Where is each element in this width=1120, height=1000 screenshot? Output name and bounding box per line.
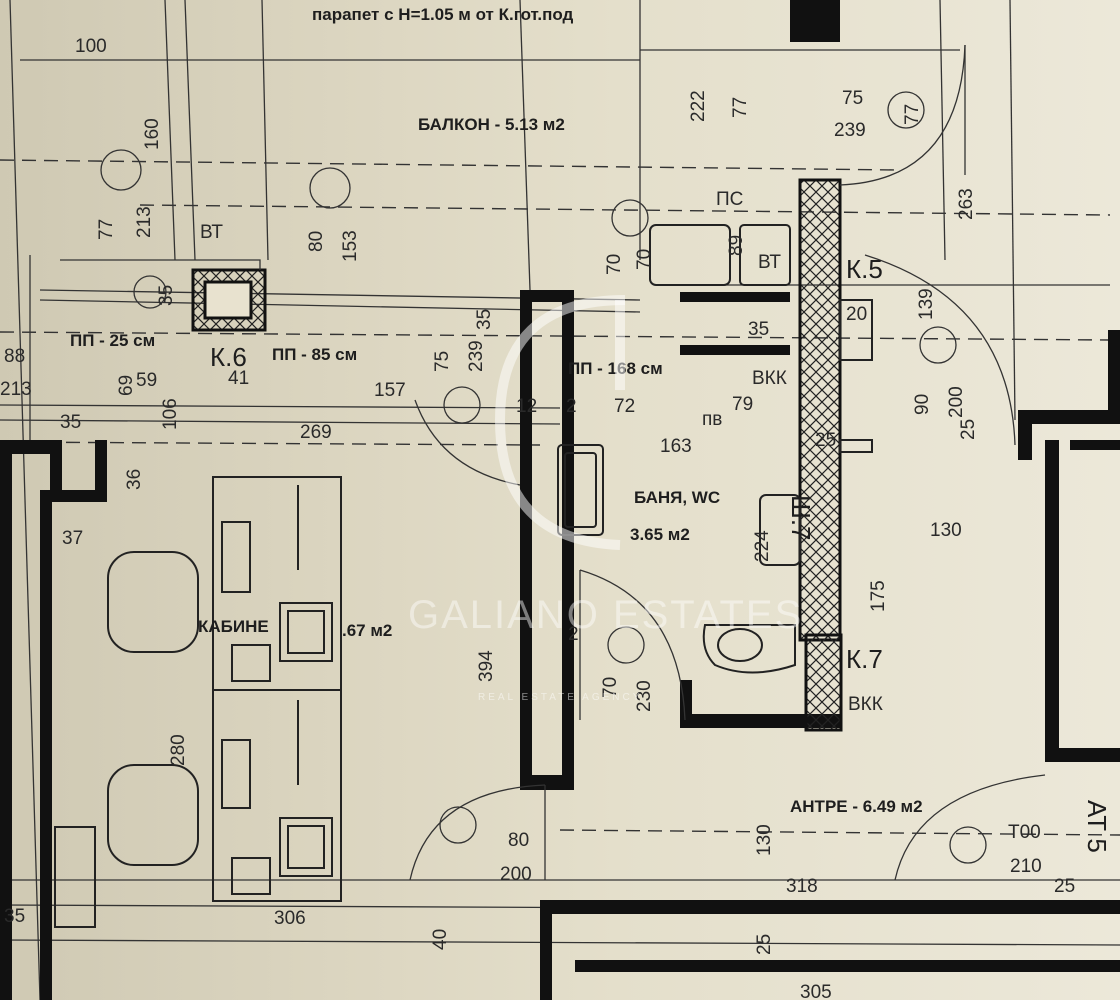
dim-label: 210 bbox=[1010, 856, 1042, 877]
dim-label: 222 bbox=[688, 90, 709, 122]
dim-label: 306 bbox=[274, 908, 306, 929]
dim-label: 90 bbox=[912, 394, 933, 415]
dim-label: 318 bbox=[786, 876, 818, 897]
marker-k6: К.6 bbox=[210, 342, 247, 372]
dim-label: 75 bbox=[842, 88, 863, 109]
dimensions: 100 160 222 77 75 239 77 77 213 80 153 2… bbox=[0, 36, 1075, 1000]
dim-label: 77 bbox=[902, 104, 923, 125]
marker-k7: К.7 bbox=[846, 644, 883, 674]
dim-label: 72 bbox=[614, 396, 635, 417]
marker-too: Т00 bbox=[1008, 822, 1041, 843]
dim-label: 106 bbox=[160, 398, 181, 430]
bathroom-area-label: 3.65 м2 bbox=[630, 525, 690, 544]
dim-label: 70 bbox=[634, 249, 655, 270]
marker-vkk: ВКК bbox=[752, 368, 787, 389]
marker-vt: ВТ bbox=[200, 222, 223, 243]
dim-label: 160 bbox=[142, 118, 163, 150]
pp-85-note: ПП - 85 см bbox=[272, 345, 357, 364]
watermark: GALIANO ESTATES REAL ESTATE AGENCY bbox=[408, 295, 803, 703]
bathroom-fixtures bbox=[557, 224, 801, 674]
dim-label: 35 bbox=[4, 906, 25, 927]
bathroom-name-label: БАНЯ, WC bbox=[634, 488, 720, 507]
dim-label: 37 bbox=[62, 528, 83, 549]
marker-sh7: Ш.7 bbox=[786, 495, 816, 541]
dim-label: 280 bbox=[168, 734, 189, 766]
door-swings bbox=[29, 44, 1046, 881]
light-points bbox=[100, 91, 987, 864]
dim-label: 230 bbox=[634, 680, 655, 712]
dim-label: 213 bbox=[0, 379, 32, 400]
marker-pc: ПС bbox=[716, 189, 743, 210]
parapet-note: парапет с Н=1.05 м от К.гот.под bbox=[312, 5, 574, 24]
dim-label: 12 bbox=[516, 396, 537, 417]
dim-label: 2 bbox=[566, 396, 577, 417]
dim-label: 41 bbox=[228, 368, 249, 389]
cabinet-area-label: .67 м2 bbox=[342, 621, 392, 640]
dim-label: 239 bbox=[834, 120, 866, 141]
marker-vt-2: ВТ bbox=[758, 252, 781, 273]
dim-label: 25 bbox=[754, 934, 775, 955]
dashed-axes bbox=[0, 159, 1120, 836]
dim-label: 213 bbox=[134, 206, 155, 238]
dim-label: 69 bbox=[116, 375, 137, 396]
dim-label: 25 bbox=[958, 419, 979, 440]
dim-label: 25 bbox=[815, 430, 836, 451]
dim-label: 59 bbox=[136, 370, 157, 391]
dim-label: 305 bbox=[800, 982, 832, 1000]
dim-label: 157 bbox=[374, 380, 406, 401]
dim-label: 153 bbox=[340, 230, 361, 262]
dim-label: 394 bbox=[476, 650, 497, 682]
watermark-subtitle: REAL ESTATE AGENCY bbox=[478, 692, 642, 703]
dim-label: 35 bbox=[474, 309, 495, 330]
dim-label: 80 bbox=[306, 231, 327, 252]
dim-label: 89 bbox=[726, 235, 747, 256]
watermark-brand: GALIANO ESTATES bbox=[408, 593, 803, 637]
dim-label: 70 bbox=[600, 677, 621, 698]
dim-label: 70 bbox=[604, 254, 625, 275]
entrance-label: АНТРЕ - 6.49 м2 bbox=[790, 797, 923, 816]
dim-label: 77 bbox=[730, 97, 751, 118]
balcony-label: БАЛКОН - 5.13 м2 bbox=[418, 115, 565, 134]
marker-k5: К.5 bbox=[846, 254, 883, 284]
dim-label: 263 bbox=[956, 188, 977, 220]
pp-25-note: ПП - 25 см bbox=[70, 331, 155, 350]
dim-label: 130 bbox=[754, 824, 775, 856]
dim-label: 88 bbox=[4, 346, 25, 367]
dim-label: 224 bbox=[752, 530, 773, 562]
marker-at5: АТ 5 bbox=[1082, 800, 1112, 853]
dim-label: 200 bbox=[500, 864, 532, 885]
marker-vkk-2: ВКК bbox=[848, 694, 883, 715]
cabinet-furniture bbox=[54, 476, 342, 928]
dim-label: 77 bbox=[96, 219, 117, 240]
dim-label: 36 bbox=[124, 469, 145, 490]
marker-pe: пв bbox=[702, 409, 722, 430]
dim-label: 175 bbox=[868, 580, 889, 612]
dim-label: 130 bbox=[930, 520, 962, 541]
room-labels: БАЛКОН - 5.13 м2 БАНЯ, WC 3.65 м2 КАБИНЕ… bbox=[198, 115, 923, 816]
dim-label: 35 bbox=[156, 285, 177, 306]
dim-label: 35 bbox=[748, 319, 769, 340]
dim-label: 75 bbox=[432, 351, 453, 372]
dim-label: 163 bbox=[660, 436, 692, 457]
dim-label: 79 bbox=[732, 394, 753, 415]
dim-label: 35 bbox=[60, 412, 81, 433]
dim-label: 239 bbox=[466, 340, 487, 372]
dim-label: 269 bbox=[300, 422, 332, 443]
markers: К.6 К.5 К.7 Ш.7 АТ 5 ВКК ВКК ПС пв ВТ ВТ… bbox=[200, 189, 1112, 853]
dim-label: 40 bbox=[430, 929, 451, 950]
dim-label: 139 bbox=[916, 288, 937, 320]
dim-label: 20 bbox=[846, 304, 867, 325]
dim-label: 100 bbox=[75, 36, 107, 57]
cabinet-name-label: КАБИНЕ bbox=[198, 617, 269, 636]
dim-label: 2 bbox=[568, 624, 579, 645]
dim-label: 80 bbox=[508, 830, 529, 851]
shafts bbox=[191, 178, 873, 732]
dim-label: 25 bbox=[1054, 876, 1075, 897]
dim-label: 200 bbox=[946, 386, 967, 418]
